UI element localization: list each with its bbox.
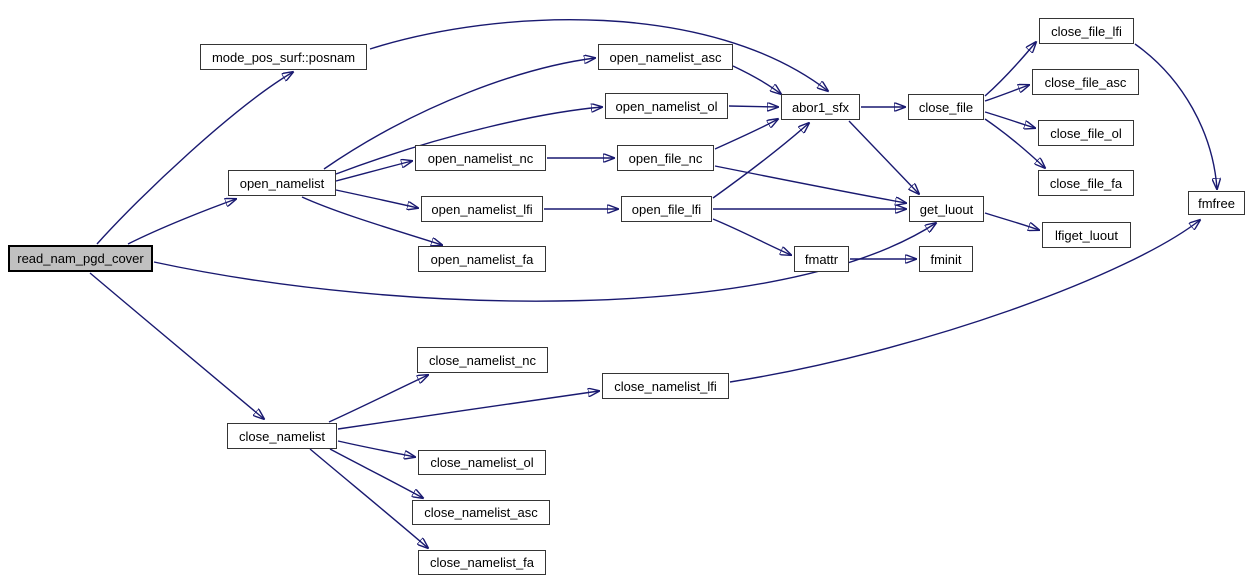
edge-close_file-close_file_asc xyxy=(984,85,1029,102)
edge-close_namelist-close_namelist_nc xyxy=(328,375,428,423)
edge-open_file_nc-abor1_sfx xyxy=(714,119,778,150)
edge-close_namelist-close_namelist_lfi xyxy=(337,391,599,430)
edge-open_namelist-open_namelist_lfi xyxy=(335,189,418,208)
edge-open_file_lfi-abor1_sfx xyxy=(712,123,809,199)
node-close_namelist[interactable]: close_namelist xyxy=(227,423,337,449)
edge-open_namelist-open_namelist_nc xyxy=(335,161,412,182)
node-close_namelist_fa[interactable]: close_namelist_fa xyxy=(418,550,546,575)
edge-close_file-close_file_ol xyxy=(984,111,1035,128)
node-abor1_sfx[interactable]: abor1_sfx xyxy=(781,94,860,120)
edge-close_namelist-close_namelist_fa xyxy=(309,448,428,548)
node-close_namelist_nc[interactable]: close_namelist_nc xyxy=(417,347,548,373)
edge-close_namelist-close_namelist_ol xyxy=(337,440,415,457)
node-fmattr[interactable]: fmattr xyxy=(794,246,849,272)
node-close_file[interactable]: close_file xyxy=(908,94,984,120)
node-mode_pos_surf_posnam[interactable]: mode_pos_surf::posnam xyxy=(200,44,367,70)
node-fminit[interactable]: fminit xyxy=(919,246,973,272)
edge-read_nam_pgd_cover-open_namelist xyxy=(127,199,236,245)
node-close_file_asc[interactable]: close_file_asc xyxy=(1032,69,1139,95)
node-close_namelist_lfi[interactable]: close_namelist_lfi xyxy=(602,373,729,399)
edge-close_file-close_file_fa xyxy=(984,118,1045,168)
edge-abor1_sfx-get_luout xyxy=(848,120,919,194)
edge-open_file_nc-get_luout xyxy=(714,165,906,203)
edge-close_namelist-close_namelist_asc xyxy=(329,448,423,498)
node-read_nam_pgd_cover: read_nam_pgd_cover xyxy=(8,245,153,272)
node-close_file_ol[interactable]: close_file_ol xyxy=(1038,120,1134,146)
edge-close_file-close_file_lfi xyxy=(984,42,1036,97)
node-close_file_lfi[interactable]: close_file_lfi xyxy=(1039,18,1134,44)
edge-open_namelist_asc-abor1_sfx xyxy=(732,65,781,94)
edge-read_nam_pgd_cover-close_namelist xyxy=(89,272,264,419)
node-open_file_nc[interactable]: open_file_nc xyxy=(617,145,714,171)
edge-open_file_lfi-fmattr xyxy=(712,218,791,255)
edge-open_namelist_ol-abor1_sfx xyxy=(728,106,778,107)
node-open_namelist[interactable]: open_namelist xyxy=(228,170,336,196)
node-fmfree[interactable]: fmfree xyxy=(1188,191,1245,215)
node-open_namelist_lfi[interactable]: open_namelist_lfi xyxy=(421,196,543,222)
node-close_file_fa[interactable]: close_file_fa xyxy=(1038,170,1134,196)
node-open_namelist_ol[interactable]: open_namelist_ol xyxy=(605,93,728,119)
node-lfiget_luout[interactable]: lfiget_luout xyxy=(1042,222,1131,248)
edge-close_file_lfi-fmfree xyxy=(1134,43,1217,189)
node-close_namelist_ol[interactable]: close_namelist_ol xyxy=(418,450,546,475)
node-open_namelist_fa[interactable]: open_namelist_fa xyxy=(418,246,546,272)
node-open_namelist_asc[interactable]: open_namelist_asc xyxy=(598,44,733,70)
edge-get_luout-lfiget_luout xyxy=(984,212,1039,230)
edge-read_nam_pgd_cover-mode_pos_surf_posnam xyxy=(96,72,293,245)
node-get_luout[interactable]: get_luout xyxy=(909,196,984,222)
node-open_file_lfi[interactable]: open_file_lfi xyxy=(621,196,712,222)
node-close_namelist_asc[interactable]: close_namelist_asc xyxy=(412,500,550,525)
node-open_namelist_nc[interactable]: open_namelist_nc xyxy=(415,145,546,171)
